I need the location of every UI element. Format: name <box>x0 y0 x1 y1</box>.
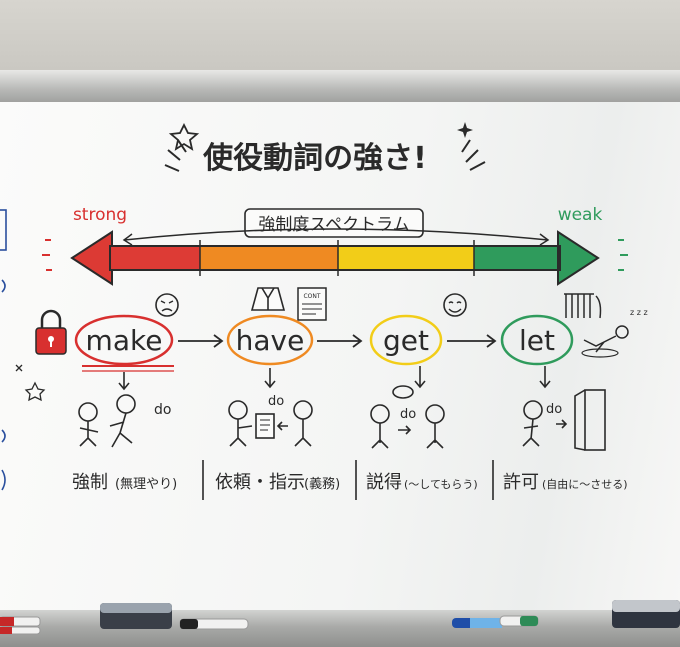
get-action-label: do <box>400 407 416 422</box>
contract-text: CONT <box>303 293 320 300</box>
verb-get: get <box>369 314 443 366</box>
title-group: 使役動詞の強さ! <box>164 122 486 176</box>
lock-icon <box>35 309 67 355</box>
have-note: (義務) <box>304 476 340 492</box>
spectrum-segment-red <box>110 246 200 270</box>
sparkle-icon <box>457 122 473 138</box>
emphasis-lines-right <box>461 139 486 171</box>
spectrum-label: 強制度スペクトラム <box>258 215 409 235</box>
let-scene-figures: do <box>522 389 606 451</box>
blue-marker <box>452 618 502 628</box>
verb-let: let <box>500 314 574 366</box>
meanings-row: 強制 (無理やり) 依頼・指示 (義務) 説得 (～してもらう) 許可 (自由に… <box>72 460 628 500</box>
contract-icon: CONT <box>297 287 327 321</box>
eraser-left <box>100 603 172 629</box>
have-meaning: 依頼・指示 <box>215 472 305 493</box>
spectrum-thin-arrow <box>124 228 549 241</box>
star-icon <box>168 122 200 151</box>
page-title: 使役動詞の強さ! <box>202 141 427 176</box>
smile-face-icon <box>443 293 467 317</box>
spectrum-segment-green <box>474 246 560 270</box>
down-arrows <box>118 366 551 391</box>
suit-icon <box>250 287 286 311</box>
let-meaning: 許可 <box>503 472 539 493</box>
spectrum-arrowhead-right <box>557 230 600 286</box>
make-meaning: 強制 <box>72 472 108 493</box>
verb-have-label: have <box>236 324 305 357</box>
get-note: (～してもらう) <box>404 478 478 491</box>
red-marker <box>0 616 41 635</box>
have-scene-figures: do <box>228 394 313 447</box>
spectrum-label-box: 強制度スペクトラム <box>244 208 424 238</box>
verb-make-label: make <box>86 324 163 357</box>
let-action-label: do <box>546 402 562 417</box>
verb-have: have <box>226 314 314 366</box>
relaxing-person-icon: z z z <box>581 308 648 358</box>
gate-icon <box>564 293 602 319</box>
svg-text:z z z: z z z <box>630 308 648 317</box>
verb-arrows <box>178 334 497 348</box>
angry-face-icon <box>155 293 179 317</box>
spectrum-segment-orange <box>200 246 338 270</box>
weak-label: weak <box>558 205 603 225</box>
thin-arrowhead-left <box>122 233 133 246</box>
spectrum-segment-yellow <box>338 246 474 270</box>
get-scene-figures: do <box>370 385 445 449</box>
verb-get-label: get <box>383 324 429 357</box>
verb-let-label: let <box>519 324 555 357</box>
let-note: (自由に～させる) <box>542 477 628 491</box>
spectrum-arrowhead-left <box>70 230 113 286</box>
thin-arrowhead-right <box>539 233 550 246</box>
hatch-marks-right <box>618 239 628 271</box>
strong-label: strong <box>73 205 127 225</box>
left-doodles <box>15 364 46 402</box>
get-meaning: 説得 <box>366 472 402 493</box>
make-action-label: do <box>154 402 171 418</box>
hatch-marks-left <box>42 239 52 271</box>
make-scene-figures: do <box>78 394 171 448</box>
verb-make: make <box>74 314 174 372</box>
left-edge-marks <box>0 209 7 491</box>
black-marker <box>179 618 249 630</box>
eraser-right <box>612 600 680 628</box>
spectrum-bar <box>42 230 628 286</box>
emphasis-lines-left <box>164 139 187 172</box>
make-note: (無理やり) <box>115 477 177 492</box>
tray-items <box>0 600 680 635</box>
whiteboard-top-frame <box>0 70 680 104</box>
have-action-label: do <box>268 394 284 409</box>
whiteboard <box>0 102 680 614</box>
green-marker <box>499 615 539 627</box>
wall <box>0 0 680 75</box>
